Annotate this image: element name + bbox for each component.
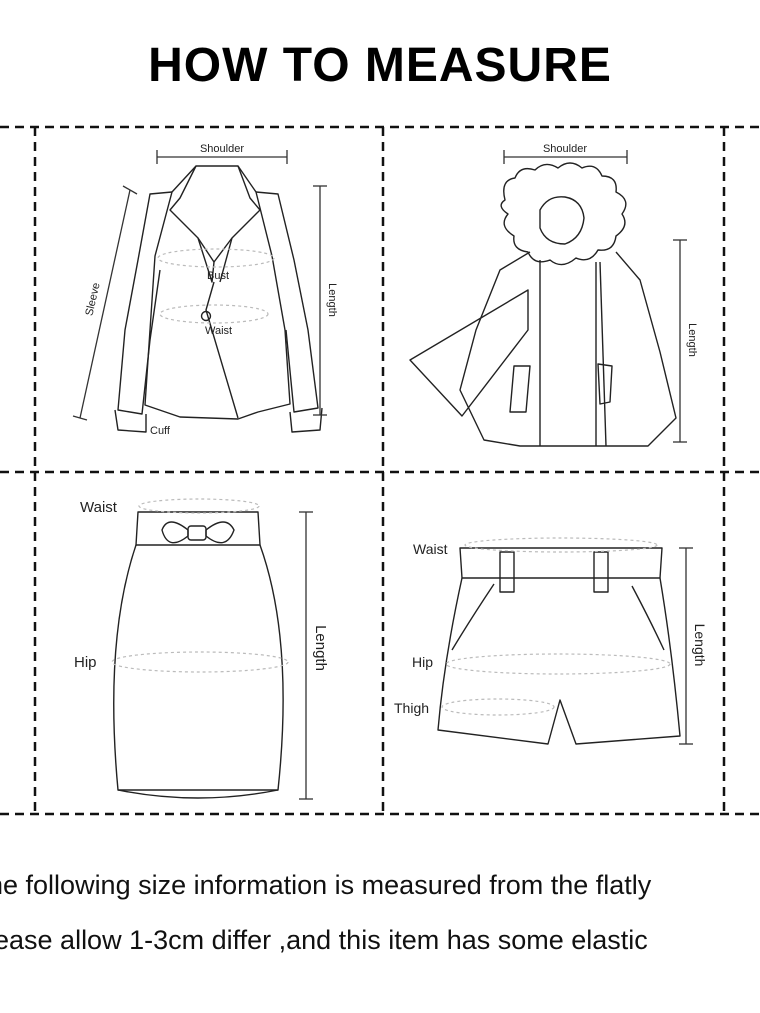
blazer-shoulder-label: Shoulder bbox=[200, 143, 244, 155]
shorts-thigh-label: Thigh bbox=[394, 700, 429, 716]
blazer-length-label: Length bbox=[326, 283, 338, 317]
blazer-cuff-label: Cuff bbox=[150, 425, 171, 437]
skirt-figure bbox=[113, 511, 284, 799]
skirt-guides bbox=[111, 498, 289, 673]
shorts-length-label: Length bbox=[692, 624, 708, 667]
cape-figure bbox=[409, 162, 677, 447]
cape-measure-lines bbox=[503, 150, 687, 443]
page-title: HOW TO MEASURE bbox=[148, 39, 612, 92]
skirt-waist-label: Waist bbox=[80, 499, 118, 516]
shorts-measure-lines bbox=[679, 547, 693, 745]
shorts-hip-label: Hip bbox=[412, 654, 433, 670]
skirt-length-label: Length bbox=[312, 625, 329, 671]
blazer-guides bbox=[157, 248, 275, 324]
cape-shoulder-label: Shoulder bbox=[543, 143, 587, 155]
size-note-line-2: lease allow 1-3cm differ ,and this item … bbox=[0, 925, 648, 955]
blazer-sleeve-label: Sleeve bbox=[83, 282, 102, 317]
blazer-measure-lines bbox=[72, 150, 327, 421]
blazer-bust-label: Bust bbox=[207, 270, 229, 282]
size-note-line-1: he following size information is measure… bbox=[0, 870, 652, 900]
shorts-figure bbox=[437, 547, 681, 745]
panel-grid bbox=[0, 125, 760, 816]
skirt-measure-lines bbox=[299, 511, 313, 800]
cape-length-label: Length bbox=[686, 323, 698, 357]
skirt-hip-label: Hip bbox=[74, 654, 97, 671]
blazer-waist-label: Waist bbox=[205, 325, 232, 337]
shorts-waist-label: Waist bbox=[413, 541, 448, 557]
shorts-guides bbox=[441, 537, 671, 716]
blazer-figure bbox=[114, 165, 323, 433]
